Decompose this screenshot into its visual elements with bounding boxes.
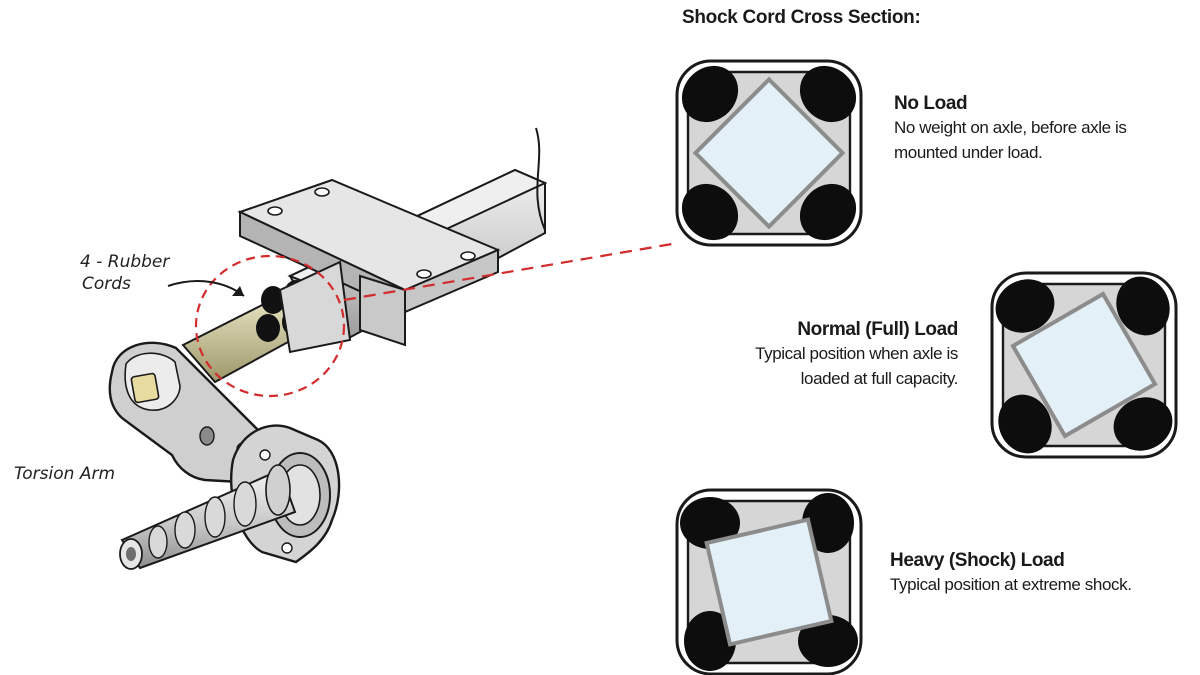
normal-load-rubber-cord [998,394,1052,454]
heavy-load-cross-section [675,488,863,675]
normal-load-rubber-cord [1113,397,1173,451]
section-title: Shock Cord Cross Section: [682,7,921,28]
no-load-rubber-cord [681,183,739,241]
rubber-cords [256,260,352,354]
normal-load-desc-1: Typical position when axle is [755,344,958,363]
no-load-rubber-cord [681,65,739,123]
torsion-arm-label: Torsion Arm [14,464,116,484]
no-load-text: No Load No weight on axle, before axle i… [894,93,1127,165]
cords-label-line-1: 4 - Rubber [80,252,170,272]
cross-sections [675,59,1178,675]
heavy-load-rubber-cord [680,496,740,550]
mounting-bracket [237,178,501,347]
cords-label: 4 - Rubber Cords [80,251,169,295]
heavy-load-rubber-cord [801,493,855,553]
normal-load-cross-section [990,271,1178,459]
spindle [119,464,297,570]
no-load-title: No Load [894,93,968,114]
normal-load-title: Normal (Full) Load [797,319,958,340]
cords-callout-arrow [167,280,245,297]
normal-load-rubber-cord [995,279,1055,333]
no-load-desc-1: No weight on axle, before axle is [894,118,1127,137]
torsion-arm [108,341,267,484]
no-load-inner-bar [692,76,846,230]
callout-magnifier [194,242,673,398]
cords-label-line-2: Cords [82,274,131,294]
heavy-load-text: Heavy (Shock) Load Typical position at e… [890,550,1132,597]
no-load-desc-2: mounted under load. [894,143,1043,162]
heavy-load-title: Heavy (Shock) Load [890,550,1065,571]
normal-load-inner-bar [1010,291,1158,439]
normal-load-desc-2: loaded at full capacity. [800,369,959,388]
heavy-load-rubber-cord [683,611,737,671]
heavy-load-inner-bar [704,517,834,647]
no-load-rubber-cord [799,183,857,241]
heavy-load-desc-1: Typical position at extreme shock. [890,575,1132,594]
normal-load-text: Normal (Full) Load Typical position when… [755,319,958,391]
normal-load-rubber-cord [1116,276,1170,336]
no-load-rubber-cord [799,65,857,123]
no-load-cross-section [675,59,863,247]
heavy-load-rubber-cord [798,614,858,668]
